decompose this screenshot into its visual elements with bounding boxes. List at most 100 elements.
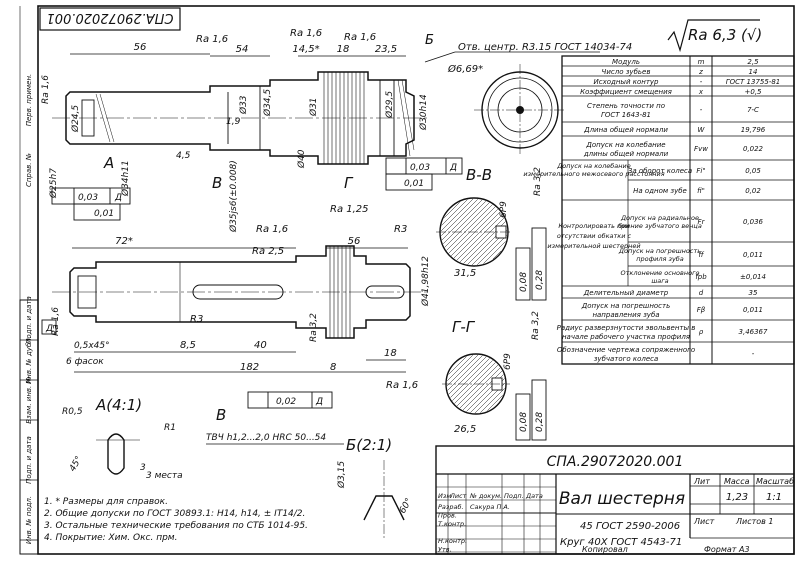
note-4: 4. Покрытие: Хим. Окс. прм.: [44, 533, 177, 543]
param-value: 0,036: [743, 218, 764, 226]
param-value: 0,02: [745, 187, 761, 195]
detail-3-places: 3 места: [146, 471, 183, 481]
param-name: Исходный контур: [594, 78, 660, 86]
param-value: -: [752, 350, 755, 358]
param-symbol: z: [698, 68, 703, 76]
dim-6p9-vv: 6P9: [499, 201, 509, 218]
format-label: Формат А3: [704, 545, 750, 554]
gear-teeth-upper: [323, 72, 365, 164]
mass-label: Масса: [724, 477, 750, 486]
scale-value: 1:1: [766, 492, 782, 503]
param-symbol: Fβ: [697, 306, 706, 314]
gear-teeth-lower: [329, 246, 351, 338]
lower-shaft-view: 72* 56 Ra 2,5 Ra 1,6 Ra 1,25 R3 R3 Ø41,9…: [41, 204, 431, 391]
datum-d-upper: Д: [114, 193, 122, 203]
param-group-control: Контролировать при: [558, 222, 629, 230]
title-designation: СПА.29072020.001: [547, 454, 684, 470]
param-value: ±0,014: [740, 273, 766, 281]
dim-8: 8: [330, 362, 336, 373]
detail-a-label: А(4:1): [95, 396, 142, 414]
datum-d-lower: Д: [315, 397, 323, 407]
section-gg-label: Г-Г: [452, 318, 476, 336]
center-holes-note: Отв. центр. R3.15 ГОСТ 14034-74: [458, 42, 632, 53]
dim-chamfer: 0,5x45°: [74, 341, 110, 351]
param-name-2: ГОСТ 1643-81: [601, 111, 651, 119]
dim-6-chamfers: 6 фасок: [66, 357, 104, 367]
param-value: 0,011: [743, 251, 763, 259]
param-symbol: ρ: [699, 328, 704, 336]
tb-role: Н.контр.: [438, 537, 467, 545]
param-symbol: x: [698, 88, 704, 96]
param-group-measuring-2: измерительного межосевого расстояния: [523, 170, 664, 178]
param-name: Допуск на погрешность: [581, 302, 670, 310]
dim-d30h14: Ø30h14: [418, 94, 429, 131]
detail-a: А(4:1) R0,5 R1 45° 3 места 3: [62, 396, 183, 481]
detail-b: Б(2:1) Ø3,15 60°: [336, 436, 415, 540]
dim-182: 182: [240, 362, 259, 373]
left-strip-label: Подп. и дата: [25, 436, 33, 484]
param-symbol: Fi": [696, 167, 705, 175]
dim-d29-5: Ø29,5: [384, 91, 395, 119]
ra-1-6-upper-3: Ra 1,6: [344, 32, 376, 43]
part-name: Вал шестерня: [559, 489, 685, 509]
detail-3: 3: [140, 463, 146, 473]
param-symbol: Fr: [698, 218, 706, 226]
dim-d41-98: Ø41,98h12: [420, 256, 431, 307]
param-value: 2,5: [747, 58, 759, 66]
mass-value: 1,23: [726, 492, 748, 503]
dim-8-5: 8,5: [180, 340, 196, 351]
param-name-2: зубчатого колеса: [594, 355, 659, 363]
title-block: СПА.29072020.001 Вал шестерня 45 ГОСТ 25…: [435, 445, 795, 555]
param-name-2: профиля зуба: [636, 255, 684, 263]
detail-45deg: 45°: [68, 455, 85, 474]
param-row-turn: За оборот колеса: [628, 167, 692, 175]
end-view-upper: [474, 64, 566, 156]
param-symbol: -: [700, 106, 703, 114]
dim-d24-5: Ø24,5: [70, 105, 81, 133]
param-value: +0,5: [745, 88, 763, 96]
ra-3-2-lower: Ra 3,2: [309, 313, 319, 342]
scale-label: Масштаб: [756, 477, 794, 486]
ra-1-6-lower-bottom: Ra 1,6: [386, 380, 418, 391]
dim-d34h11: Ø34h11: [120, 160, 131, 197]
param-value: 0,011: [743, 306, 763, 314]
tb-developer: Сакура П.А.: [470, 503, 510, 511]
tb-column-header: Изм: [438, 492, 451, 500]
param-value: 3,46367: [739, 328, 768, 336]
dim-72: 72*: [115, 236, 133, 247]
param-name: Число зубьев: [602, 68, 651, 76]
ra-1-25: Ra 1,25: [330, 204, 369, 215]
param-symbol: fi": [697, 187, 705, 195]
left-strip-label: Справ. №: [25, 153, 33, 187]
dim-d6-69: Ø6,69*: [447, 63, 483, 75]
detail-60deg: 60°: [398, 497, 415, 516]
tol-0-01-right: 0,01: [404, 179, 424, 189]
param-symbol: W: [698, 126, 706, 134]
view-b-label-upper: В: [212, 174, 222, 192]
ra-1-6-left: Ra 1,6: [41, 75, 51, 104]
param-name: Коэффициент смещения: [580, 88, 672, 96]
datum-d-left: Д: [45, 324, 53, 334]
material-line-1: 45 ГОСТ 2590-2006: [580, 521, 680, 532]
param-group-control-3: измерительной шестерней: [547, 242, 640, 250]
dim-d33: Ø33: [238, 95, 249, 115]
dim-14-5: 14,5*: [292, 44, 319, 55]
tb-role: Пров.: [438, 512, 457, 520]
detail-d3-15: Ø3,15: [336, 461, 347, 489]
material-line-2: 40Х ГОСТ 4543-71: [588, 537, 682, 548]
dim-26-5: 26,5: [454, 424, 476, 435]
param-name: Обозначение чертежа сопряженного: [557, 346, 695, 354]
param-name-2: биение зубчатого венца: [618, 222, 702, 230]
tb-column-header: № докум.: [469, 492, 502, 500]
tol-0-028-vv: 0,28: [535, 270, 545, 290]
general-roughness: Ra 6,3 (√): [688, 26, 762, 44]
tol-0-028-gg: 0,28: [535, 412, 545, 432]
left-strip-label: Инв. № подл.: [25, 496, 33, 544]
param-name: Делительный диаметр: [583, 289, 669, 297]
dim-18-top: 18: [337, 44, 350, 55]
tb-role: Разраб.: [438, 503, 464, 511]
top-designation: СПА.29072020.001: [47, 10, 174, 25]
